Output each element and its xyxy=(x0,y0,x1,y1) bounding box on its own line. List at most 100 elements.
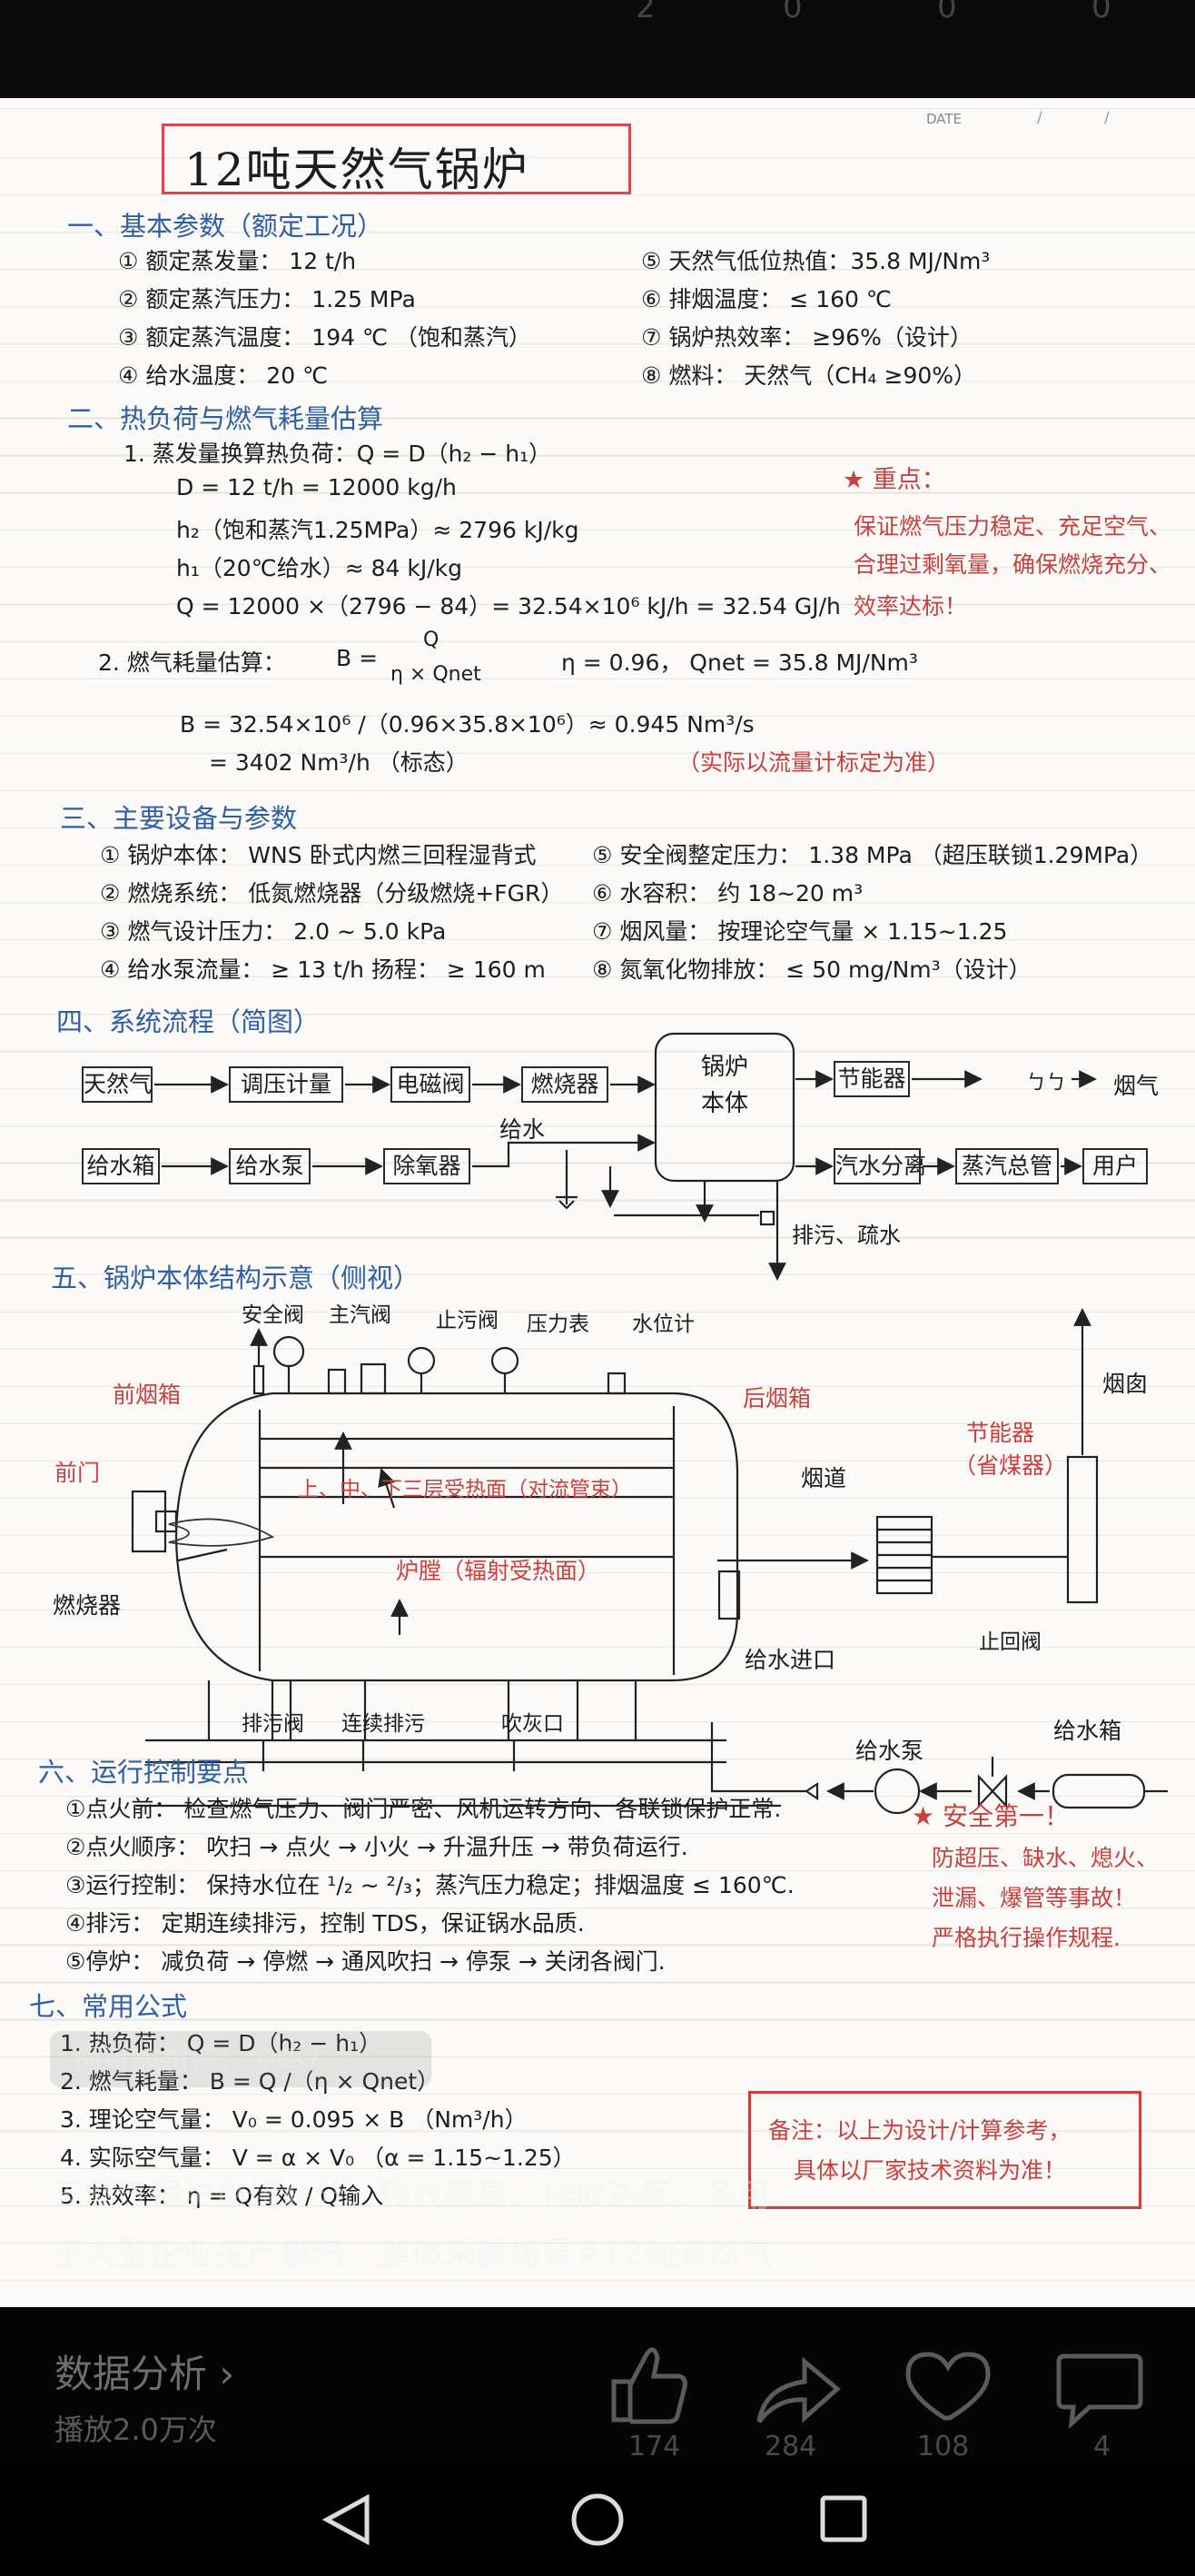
flow-node: 燃烧器 xyxy=(521,1066,608,1103)
back-icon xyxy=(321,2493,370,2546)
param-item: ⑥ 排烟温度： ≤ 160 ℃ xyxy=(641,286,892,312)
bottom-label: 吹灰口 xyxy=(501,1712,564,1736)
play-count: 播放2.0万次 xyxy=(54,2413,217,2447)
fraction-denominator: η × Qnet xyxy=(390,663,481,686)
equip-item: ② 燃烧系统： 低氮燃烧器（分级燃烧+FGR） xyxy=(100,880,564,907)
top-status-strip: 2 0 0 0 xyxy=(0,0,1195,98)
section-4-title: 四、系统流程（简图） xyxy=(56,1006,321,1037)
bottom-label: 连续排污 xyxy=(341,1712,425,1736)
smoke-mark: ㄅㄅ xyxy=(1026,1072,1067,1095)
calc-line: 2. 燃气耗量估算： xyxy=(98,649,286,676)
valve-label: 安全阀 xyxy=(242,1303,304,1327)
flow-node: 节能器 xyxy=(834,1061,910,1097)
tank-label: 给水箱 xyxy=(1053,1718,1122,1744)
drain-label: 排污、疏水 xyxy=(792,1223,901,1248)
flow-node: 汽水分离 xyxy=(834,1148,926,1184)
boiler-label: 锅炉 xyxy=(701,1054,749,1081)
section-1-title: 一、基本参数（额定工况） xyxy=(67,211,384,242)
date-label: DATE xyxy=(926,111,963,127)
recents-icon xyxy=(820,2495,867,2542)
equip-item: ⑦ 烟风量： 按理论空气量 × 1.15~1.25 xyxy=(592,918,1008,945)
pump-label: 给水泵 xyxy=(855,1738,924,1764)
flow-node: 用户 xyxy=(1082,1148,1148,1184)
count-2: 0 xyxy=(783,0,803,25)
key-line: 合理过剩氧量，确保燃烧充分、 xyxy=(854,551,1172,578)
valve-label: 主汽阀 xyxy=(329,1303,391,1327)
param-item: ③ 额定蒸汽温度： 194 ℃ （饱和蒸汽） xyxy=(118,324,531,351)
calc-note: （实际以流量计标定为准） xyxy=(677,749,951,776)
tubes-label: 上、中、下三层受热面（对流管束） xyxy=(298,1478,632,1501)
calc-line: 1. 蒸发量换算热负荷：Q = D（h₂ − h₁） xyxy=(123,441,552,467)
equip-item: ④ 给水泵流量： ≥ 13 t/h 扬程： ≥ 160 m xyxy=(100,956,546,983)
feed-inlet-label: 给水进口 xyxy=(745,1647,836,1673)
comment-count: 4 xyxy=(1093,2431,1111,2462)
equip-item: ① 锅炉本体： WNS 卧式内燃三回程湿背式 xyxy=(100,842,537,868)
drawing-lines xyxy=(131,1032,1168,1815)
remark-line: 具体以厂家技术资料为准！ xyxy=(794,2157,1067,2184)
param-item: ① 额定蒸发量： 12 t/h xyxy=(118,248,357,274)
calc-line: B = 32.54×10⁶ /（0.96×35.8×10⁶）≈ 0.945 Nm… xyxy=(180,711,755,738)
calc-line: η = 0.96， Qnet = 35.8 MJ/Nm³ xyxy=(561,649,918,676)
flue-label: 烟道 xyxy=(801,1465,847,1491)
flow-node: 给水箱 xyxy=(82,1148,160,1184)
section-3-title: 三、主要设备与参数 xyxy=(60,803,298,834)
count-1: 2 xyxy=(636,0,656,25)
android-nav-bar xyxy=(0,2463,1195,2572)
favorite-count: 108 xyxy=(917,2431,970,2462)
formula-item: 1. 热负荷： Q = D（h₂ − h₁） xyxy=(60,2030,382,2056)
key-line: 保证燃气压力稳定、充足空气、 xyxy=(854,513,1172,540)
calc-line: h₂（饱和蒸汽1.25MPa）≈ 2796 kJ/kg xyxy=(176,517,579,543)
formula-b: B = xyxy=(336,645,379,671)
flow-node: 电磁阀 xyxy=(390,1066,470,1103)
comment-icon xyxy=(1056,2353,1143,2430)
calc-line: D = 12 t/h = 12000 kg/h xyxy=(176,474,457,500)
search-suggestion-chip[interactable] xyxy=(50,2031,431,2087)
formula-item: 5. 热效率： η = Q有效 / Q输入 xyxy=(60,2183,384,2209)
section-6-title: 六、运行控制要点 xyxy=(38,1757,250,1788)
calc-line: = 3402 Nm³/h （标态） xyxy=(209,749,469,776)
section-2-title: 二、热负荷与燃气耗量估算 xyxy=(67,403,384,434)
check-valve-label: 止回阀 xyxy=(979,1630,1042,1654)
safety-line: 泄漏、爆管等事故！ xyxy=(932,1885,1137,1911)
flow-node: 给水泵 xyxy=(229,1148,311,1184)
share-icon xyxy=(756,2356,841,2423)
remark-line: 备注：以上为设计/计算参考， xyxy=(768,2117,1072,2144)
flow-node: 蒸汽总管 xyxy=(955,1148,1059,1184)
control-item: ④排污： 定期连续排污，控制 TDS，保证锅水品质. xyxy=(65,1910,585,1937)
flow-node: 天然气 xyxy=(82,1066,153,1103)
fraction-numerator: Q xyxy=(423,629,439,651)
like-icon xyxy=(611,2347,687,2424)
key-title: ★ 重点： xyxy=(843,466,946,494)
count-3: 0 xyxy=(937,0,957,25)
furnace-label: 炉膛（辐射受热面） xyxy=(396,1558,601,1584)
economizer-label: 节能器 xyxy=(966,1420,1035,1446)
share-count: 284 xyxy=(765,2431,817,2462)
topic-link[interactable]: 数据分析 › xyxy=(54,2352,235,2396)
note-image[interactable]: DATE / / 12吨天然气锅炉 一、基本参数（额定工况） ① 额定蒸发量： … xyxy=(0,98,1195,2307)
param-item: ⑤ 天然气低位热值：35.8 MJ/Nm³ xyxy=(641,248,991,274)
control-item: ③运行控制： 保持水位在 ¹/₂ ~ ²/₃；蒸汽压力稳定；排烟温度 ≤ 160… xyxy=(65,1872,795,1898)
equip-item: ⑧ 氮氧化物排放： ≤ 50 mg/Nm³（设计） xyxy=(592,956,1032,983)
caption-line: 于大型企业生产供汽、整体采暖场景#12吨天然气... xyxy=(51,2235,805,2273)
date-slash: / xyxy=(1037,109,1042,127)
favorite-icon xyxy=(905,2352,991,2421)
page-title: 12吨天然气锅炉 xyxy=(184,144,529,196)
calc-line: h₁（20℃给水）≈ 84 kJ/kg xyxy=(176,555,463,581)
section-5-title: 五、锅炉本体结构示意（侧视） xyxy=(51,1263,420,1293)
flue-gas-label: 烟气 xyxy=(1113,1073,1160,1099)
formula-item: 4. 实际空气量： V = α × V₀ （α = 1.15~1.25） xyxy=(60,2145,576,2171)
feed-label: 给水 xyxy=(499,1116,546,1143)
remark-box xyxy=(748,2091,1141,2209)
count-4: 0 xyxy=(1091,0,1111,25)
flow-node: 除氧器 xyxy=(383,1148,470,1184)
caption-line: 天然气锅炉燃烧充分、热效率高，排放达标，多用 xyxy=(51,2177,771,2214)
bottom-label: 排污阀 xyxy=(242,1712,304,1736)
param-item: ② 额定蒸汽压力： 1.25 MPa xyxy=(118,286,416,312)
param-item: ⑦ 锅炉热效率： ≥96%（设计） xyxy=(641,324,973,351)
safety-line: 严格执行操作规程. xyxy=(932,1925,1121,1951)
date-slash: / xyxy=(1104,109,1110,127)
formula-item: 2. 燃气耗量： B = Q /（η × Qnet） xyxy=(60,2068,440,2095)
equip-item: ⑥ 水容积： 约 18~20 m³ xyxy=(592,880,864,907)
flow-node: 调压计量 xyxy=(229,1066,343,1103)
safety-title: ★ 安全第一！ xyxy=(912,1801,1071,1831)
